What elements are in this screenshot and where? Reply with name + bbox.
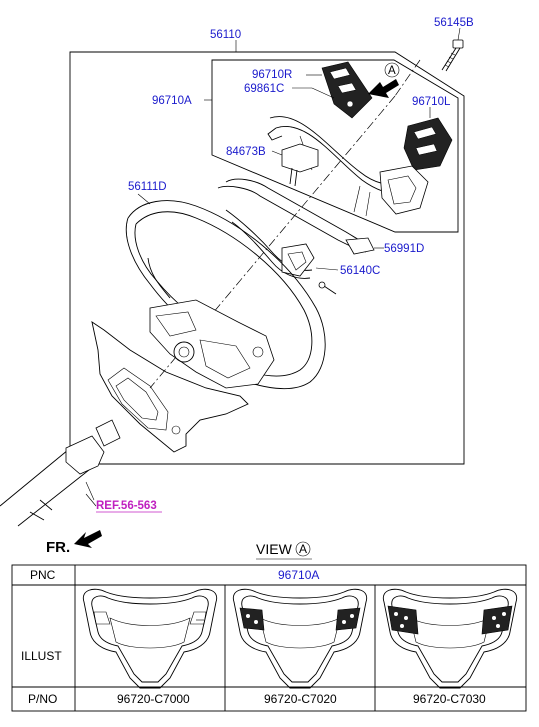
pnc-value: 96710A — [278, 568, 319, 582]
callout-96710l: 96710L — [412, 96, 451, 108]
illust-c7030 — [382, 588, 518, 689]
part-number-1: 96720-C7000 — [117, 692, 190, 706]
callout-96710r: 96710R — [252, 69, 292, 81]
callout-56111d: 56111D — [128, 181, 167, 193]
switch-subassembly-frame — [211, 59, 459, 233]
callout-56140c: 56140C — [340, 265, 380, 277]
view-title-letter: A — [299, 542, 307, 556]
callout-84673b: 84673B — [226, 146, 266, 158]
view-arrow-letter: A — [388, 65, 396, 77]
callout-96710a: 96710A — [152, 95, 192, 107]
switch-bezel — [267, 116, 429, 217]
switch-96710l — [403, 107, 453, 171]
view-arrow: A — [368, 62, 400, 98]
horn-84673b — [271, 143, 319, 187]
bolt-56145b — [441, 27, 464, 72]
steering-column — [0, 419, 121, 527]
switch-cover — [217, 178, 384, 295]
row-header-pnc: PNC — [30, 568, 56, 582]
illust-c7020 — [232, 588, 368, 689]
view-title: VIEW — [256, 541, 293, 557]
callout-56991d: 56991D — [384, 243, 424, 255]
callout-56145b: 56145B — [434, 17, 474, 29]
callout-69861c: 69861C — [244, 83, 284, 95]
part-number-2: 96720-C7020 — [264, 692, 337, 706]
wheel-hub — [149, 299, 275, 389]
view-header: VIEW A — [256, 541, 312, 560]
ref-link[interactable]: REF.56-563 — [85, 493, 162, 513]
row-header-pno: P/NO — [28, 692, 57, 706]
ref-link-text[interactable]: REF.56-563 — [96, 500, 157, 512]
parts-table: PNC ILLUST P/NO 96710A 96720-C7000 96720… — [11, 564, 527, 712]
front-label: FR. — [46, 539, 70, 556]
switch-96710r — [292, 61, 373, 119]
row-header-illust: ILLUST — [21, 649, 62, 663]
illust-c7000 — [82, 588, 218, 689]
callout-56110: 56110 — [210, 29, 241, 41]
part-number-3: 96720-C7030 — [413, 692, 486, 706]
front-arrow-icon — [74, 530, 102, 548]
front-indicator: FR. — [46, 530, 102, 556]
assembly-frame — [69, 51, 465, 465]
lower-cover — [91, 321, 249, 453]
